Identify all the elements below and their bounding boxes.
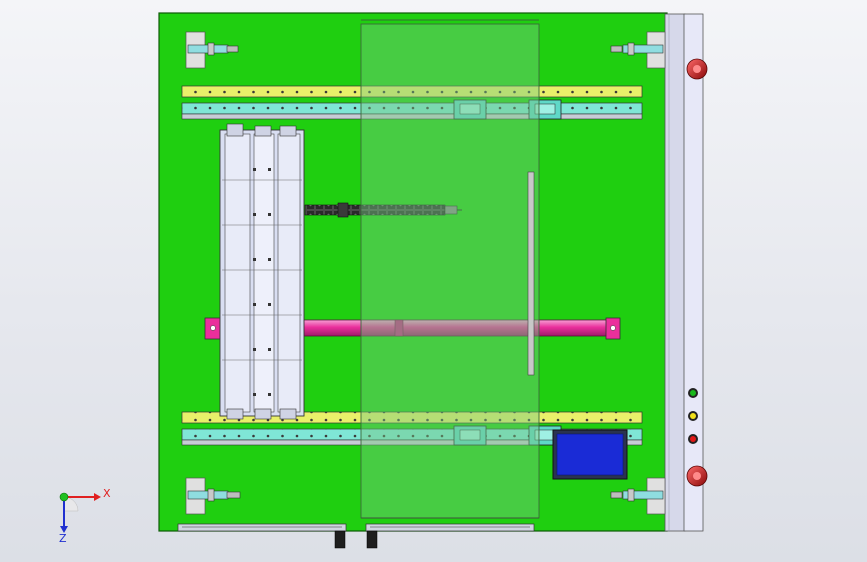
glass-cover	[360, 19, 540, 519]
triad-z-label: Z	[59, 532, 67, 545]
guide-rod	[527, 171, 535, 376]
indicator-lamp-yellow	[688, 411, 698, 421]
control-panel	[664, 13, 704, 532]
indicator-lamp-green	[688, 388, 698, 398]
clamp-bottom-left	[185, 477, 241, 515]
bottom-slide-left	[177, 523, 347, 532]
emergency-stop-top	[686, 58, 708, 80]
triad-x-label: X	[103, 487, 111, 500]
orientation-triad: X Z	[59, 487, 111, 545]
touch-screen	[552, 429, 628, 480]
bottom-slide-right	[365, 523, 535, 532]
triad-y-axis	[59, 492, 69, 502]
emergency-stop-bottom	[686, 465, 708, 487]
carrier-fixture	[219, 123, 305, 420]
clamp-bottom-right	[610, 477, 666, 515]
upper-linear-rail	[181, 85, 643, 120]
cable-chain	[304, 202, 462, 218]
feet	[334, 530, 378, 549]
indicator-lamp-red	[688, 434, 698, 444]
clamp-top-right	[610, 31, 666, 69]
clamp-top-left	[185, 31, 239, 69]
